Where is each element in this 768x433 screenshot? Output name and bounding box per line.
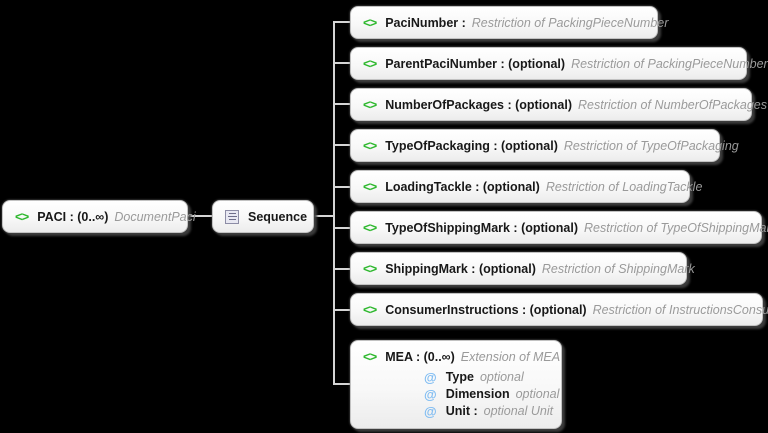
sequence-icon (225, 209, 239, 224)
attribute-icon: @ (424, 387, 437, 402)
connector-line (335, 21, 350, 23)
element-node-typeofpackaging[interactable]: <> TypeOfPackaging : (optional) Restrict… (350, 129, 739, 162)
attribute-name: Unit : (445, 404, 478, 418)
element-type: Restriction of NumberOfPackages (578, 97, 767, 112)
connector-line (335, 62, 350, 64)
element-name: ConsumerInstructions : (optional) (385, 302, 587, 317)
element-icon: <> (363, 15, 377, 30)
element-name: ParentPaciNumber : (optional) (385, 56, 566, 71)
element-node-consumerinstructions[interactable]: <> ConsumerInstructions : (optional) Res… (350, 293, 768, 326)
element-icon: <> (363, 179, 377, 194)
connector-trunk-line (333, 21, 335, 385)
element-node-parentpacinumber[interactable]: <> ParentPaciNumber : (optional) Restric… (350, 47, 768, 80)
attribute-type: optional (479, 370, 524, 384)
element-icon: <> (363, 97, 377, 112)
element-node-mea[interactable]: <> MEA : (0..∞) Extension of MEA @ Type … (350, 340, 562, 429)
element-icon: <> (15, 209, 29, 224)
element-type: Restriction of InstructionsConsumer (592, 302, 768, 317)
element-name: LoadingTackle : (optional) (385, 179, 540, 194)
connector-line (335, 103, 350, 105)
element-icon: <> (363, 261, 377, 276)
connector-line (335, 227, 350, 229)
connector-line (335, 309, 350, 311)
attribute-type: optional (515, 387, 560, 401)
element-name: ShippingMark : (optional) (385, 261, 536, 276)
element-type: Restriction of ShippingMark (541, 261, 695, 276)
element-node-loadingtackle[interactable]: <> LoadingTackle : (optional) Restrictio… (350, 170, 702, 203)
element-node-paci[interactable]: <> PACI : (0..∞) DocumentPaci (2, 200, 196, 233)
element-type: Extension of MEA (460, 349, 561, 364)
element-icon: <> (363, 138, 377, 153)
connector-line (314, 215, 335, 217)
element-node-shippingmark[interactable]: <> ShippingMark : (optional) Restriction… (350, 252, 695, 285)
sequence-node[interactable]: Sequence (212, 200, 314, 233)
element-icon: <> (363, 56, 377, 71)
attribute-row-type[interactable]: @ Type optional (424, 369, 559, 386)
element-name: TypeOfShippingMark : (optional) (385, 220, 578, 235)
element-title-row: <> MEA : (0..∞) Extension of MEA (363, 349, 560, 364)
element-icon: <> (363, 220, 377, 235)
connector-line (335, 268, 350, 270)
element-type: Restriction of TypeOfPackaging (563, 138, 739, 153)
element-node-numberofpackages[interactable]: <> NumberOfPackages : (optional) Restric… (350, 88, 767, 121)
attribute-name: Type (445, 370, 474, 384)
element-type: Restriction of LoadingTackle (545, 179, 703, 194)
element-name: TypeOfPackaging : (optional) (385, 138, 558, 153)
attribute-list: @ Type optional @ Dimension optional @ U… (424, 369, 559, 420)
element-type: Restriction of PackingPieceNumber (571, 56, 768, 71)
element-name: PaciNumber : (385, 15, 466, 30)
element-node-typeofshippingmark[interactable]: <> TypeOfShippingMark : (optional) Restr… (350, 211, 768, 244)
attribute-row-unit[interactable]: @ Unit : optional Unit (424, 403, 559, 420)
connector-line (335, 186, 350, 188)
element-name: MEA : (0..∞) (385, 349, 455, 364)
sequence-label: Sequence (248, 209, 308, 224)
attribute-icon: @ (424, 404, 437, 419)
connector-line (335, 144, 350, 146)
element-type: DocumentPaci (114, 209, 196, 224)
attribute-name: Dimension (445, 387, 510, 401)
element-type: Restriction of TypeOfShippingMark (584, 220, 768, 235)
attribute-icon: @ (424, 370, 437, 385)
element-name: NumberOfPackages : (optional) (385, 97, 573, 112)
element-icon: <> (363, 302, 377, 317)
attribute-type: optional Unit (483, 404, 554, 418)
attribute-row-dimension[interactable]: @ Dimension optional (424, 386, 559, 403)
connector-line (335, 383, 350, 385)
connector-line (188, 215, 212, 217)
element-node-pacinumber[interactable]: <> PaciNumber : Restriction of PackingPi… (350, 6, 668, 39)
element-name: PACI : (0..∞) (37, 209, 109, 224)
element-icon: <> (363, 349, 377, 364)
element-type: Restriction of PackingPieceNumber (471, 15, 669, 30)
